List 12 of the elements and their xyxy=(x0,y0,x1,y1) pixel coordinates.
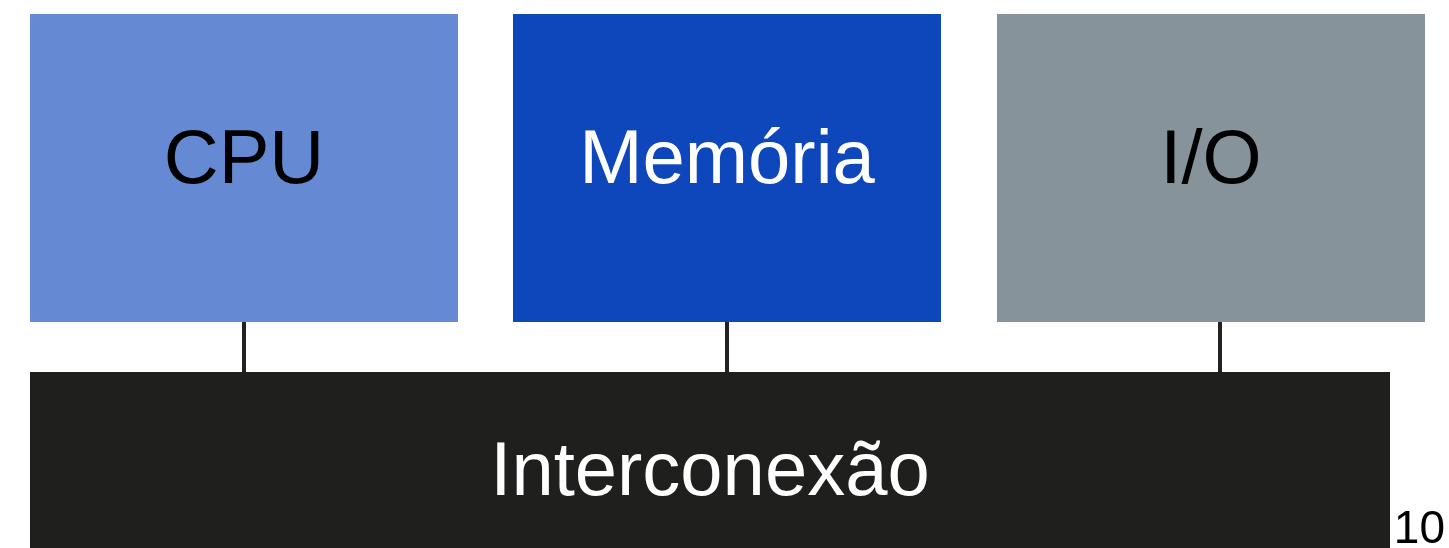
connector-line xyxy=(242,322,246,372)
box-label: I/O xyxy=(1160,112,1262,200)
box-label: CPU xyxy=(163,112,325,200)
connector-line xyxy=(1218,322,1222,372)
component-box xyxy=(997,14,1425,322)
interconnect-bar xyxy=(30,372,1390,548)
box-label: Memória xyxy=(579,112,875,200)
page-number: 10 xyxy=(1393,500,1445,548)
connector-line xyxy=(725,322,729,372)
component-box xyxy=(513,14,941,322)
box-label: Interconexão xyxy=(490,424,930,512)
component-box xyxy=(30,14,458,322)
